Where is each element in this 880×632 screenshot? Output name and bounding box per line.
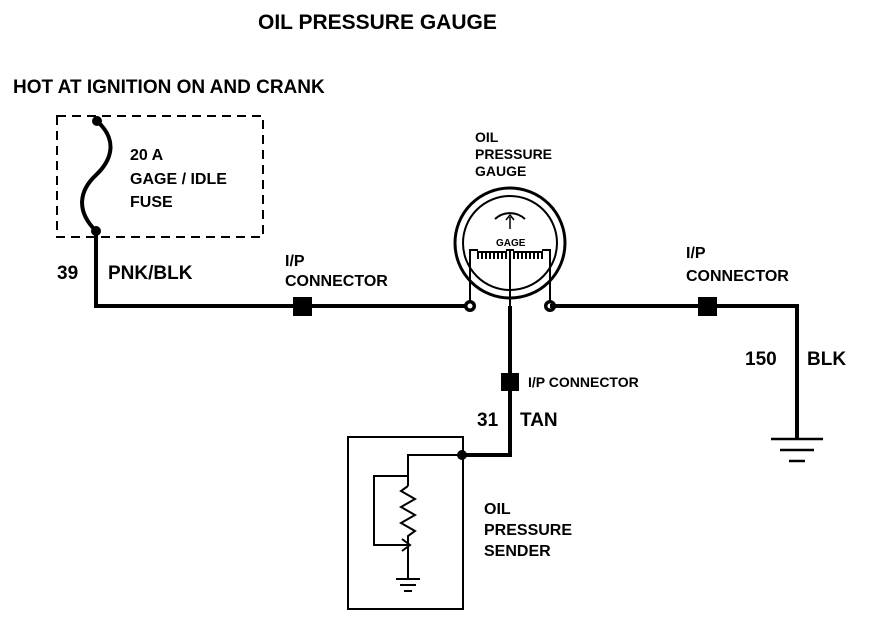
connector-block xyxy=(698,297,717,316)
connector-bottom-label: I/P CONNECTOR xyxy=(528,374,639,390)
gauge-face-text: GAGE xyxy=(496,238,526,249)
fuse-terminal-top xyxy=(92,116,102,126)
gauge-label-line1: OIL xyxy=(475,129,499,145)
sender-housing xyxy=(347,436,464,610)
connector-right-line2: CONNECTOR xyxy=(686,268,789,285)
fuse-rating: 20 A xyxy=(130,147,164,164)
ip-connector-bottom: I/P CONNECTOR xyxy=(501,373,639,391)
ground-wire: 150 BLK xyxy=(550,304,846,439)
sender-label-line3: SENDER xyxy=(484,543,551,560)
fuse-name-line1: GAGE / IDLE xyxy=(130,171,227,188)
feed-wire: 39 PNK/BLK xyxy=(57,231,470,308)
sender-label-line2: PRESSURE xyxy=(484,522,572,539)
ground-wire-circuit: 150 xyxy=(745,349,777,370)
sender-terminal xyxy=(457,450,467,460)
power-source-label: HOT AT IGNITION ON AND CRANK xyxy=(13,77,325,98)
gauge-label-line2: PRESSURE xyxy=(475,146,552,162)
sender-ground-icon xyxy=(396,578,420,592)
sender-wire-circuit: 31 xyxy=(477,410,499,431)
gauge-coil-right xyxy=(513,251,543,259)
ground-icon xyxy=(771,437,823,463)
variable-resistor-icon xyxy=(398,485,418,578)
connector-right-line1: I/P xyxy=(686,245,706,262)
gauge-internal-wiring xyxy=(469,249,551,306)
feed-wire-circuit: 39 xyxy=(57,263,78,284)
sender-label-line1: OIL xyxy=(484,501,511,518)
oil-pressure-sender: OIL PRESSURE SENDER xyxy=(347,436,572,610)
ground-wire-color: BLK xyxy=(807,349,846,370)
sender-wire-color: TAN xyxy=(520,410,558,431)
fuse-element xyxy=(80,119,113,233)
oil-pressure-gauge: OIL PRESSURE GAUGE GAGE xyxy=(453,129,567,312)
gauge-label-line3: GAUGE xyxy=(475,163,526,179)
fuse-box-outline xyxy=(56,115,264,238)
connector-left-line2: CONNECTOR xyxy=(285,273,388,290)
gauge-needle-icon xyxy=(505,213,515,229)
gauge-terminal-left-inner xyxy=(467,303,473,309)
connector-block xyxy=(293,297,312,316)
fuse-block: 20 A GAGE / IDLE FUSE xyxy=(56,115,264,238)
gauge-scale-arc xyxy=(494,212,526,220)
sender-wiper-loop xyxy=(373,475,410,546)
diagram-title: OIL PRESSURE GAUGE xyxy=(258,11,497,34)
fuse-name-line2: FUSE xyxy=(130,194,173,211)
ip-connector-right: I/P CONNECTOR xyxy=(686,245,789,316)
connector-block xyxy=(501,373,519,391)
gauge-coil-left xyxy=(477,251,507,259)
wiper-arrow-icon xyxy=(401,538,412,552)
connector-left-line1: I/P xyxy=(285,253,305,270)
sender-wire: 31 TAN xyxy=(462,306,558,457)
feed-wire-color: PNK/BLK xyxy=(108,263,193,284)
ip-connector-left: I/P CONNECTOR xyxy=(285,253,388,316)
